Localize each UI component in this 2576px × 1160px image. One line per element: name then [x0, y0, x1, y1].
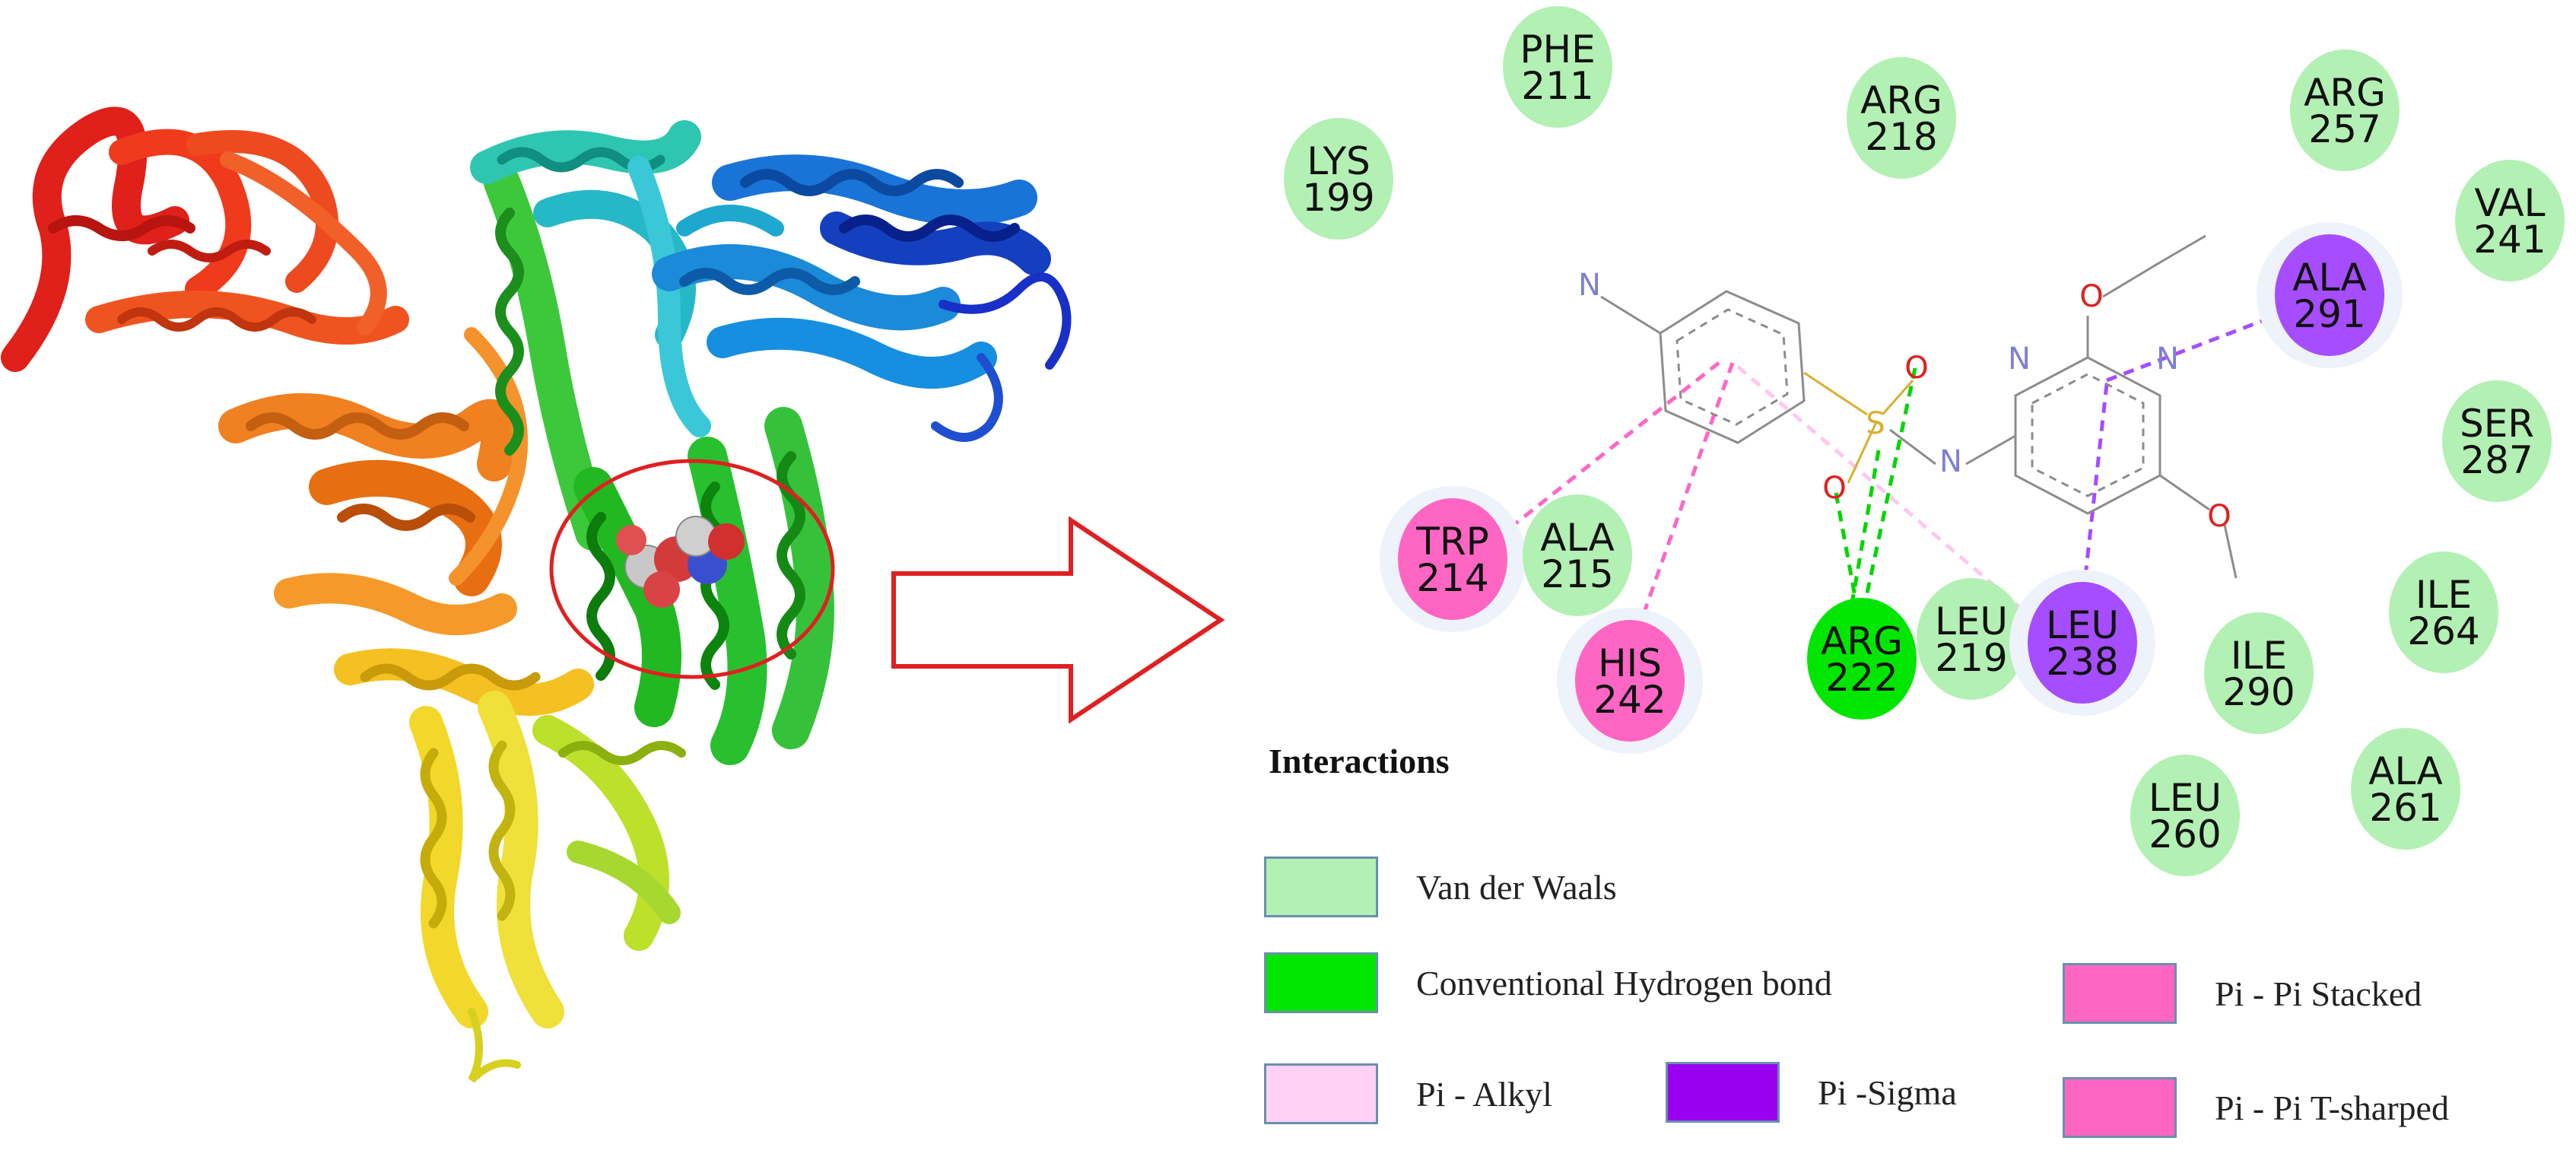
residue-name: ARG — [2304, 71, 2386, 115]
benzene-ring — [1659, 290, 1806, 444]
protein-ribbon-structure — [1, 106, 1072, 1083]
residue-name: LYS — [1307, 139, 1371, 183]
residue-name: ALA — [1540, 516, 1614, 560]
residue-circle — [1575, 620, 1685, 742]
residue-circle — [2351, 728, 2460, 850]
benzene-ring-inner — [1676, 308, 1789, 426]
helix-blue-region — [652, 154, 1072, 442]
pi-pi-stacked-line-trp214 — [1485, 361, 1720, 548]
residue-circle — [1284, 118, 1393, 240]
residue-circle — [2130, 755, 2240, 876]
residue-circle — [1807, 598, 1917, 720]
residue-name: ILE — [2231, 634, 2287, 678]
residue-name: VAL — [2474, 181, 2545, 225]
residue-circle — [2275, 234, 2384, 356]
residue-name: ALA — [2368, 749, 2442, 793]
residue-name: ARG — [1860, 78, 1942, 122]
h-bond-line-arg222-c — [1846, 450, 1881, 626]
binding-site-highlight — [549, 459, 835, 679]
residue-number: 238 — [2046, 640, 2118, 684]
pyrimidine-ring-inner — [2031, 373, 2145, 497]
residue-circle — [2389, 551, 2498, 673]
residue-number: 260 — [2149, 812, 2221, 856]
helix-yellowgreen-region — [532, 715, 686, 951]
helix-orange-region — [218, 327, 528, 635]
residue-number: 291 — [2293, 292, 2365, 336]
residue-number: 264 — [2407, 609, 2479, 653]
residue-circle — [1398, 498, 1507, 620]
residue-name: ARG — [1821, 619, 1903, 663]
amine-n-label: N — [1578, 268, 1601, 303]
residue-number: 241 — [2473, 218, 2546, 262]
residue-number: 257 — [2308, 107, 2381, 151]
residue-name: LEU — [2149, 776, 2222, 820]
residue-name: ILE — [2416, 573, 2472, 617]
residue-name: TRP — [1415, 520, 1488, 564]
residue-name: HIS — [1598, 641, 1662, 685]
residue-number: 215 — [1541, 552, 1613, 596]
residue-number: 261 — [2369, 786, 2441, 830]
residue-number: 287 — [2460, 438, 2533, 482]
residue-layer: PHE211LYS199ARG218ARG257VAL241ALA291SER2… — [1284, 6, 2565, 876]
ring-n1-label: N — [2008, 342, 2031, 377]
helix-red-region — [1, 106, 409, 372]
residue-name: LEU — [1935, 599, 2008, 644]
residue-circle — [2028, 582, 2137, 704]
methoxy-o1-label: O — [2079, 279, 2103, 314]
residue-number: 211 — [1521, 64, 1593, 108]
residue-circle — [1917, 578, 2026, 700]
residue-circle — [1523, 494, 1632, 616]
residue-number: 219 — [1935, 636, 2007, 680]
residue-number: 290 — [2222, 670, 2295, 714]
residue-circle — [2442, 380, 2552, 502]
residue-circle — [1847, 57, 1956, 179]
methoxy-o2-label: O — [2207, 499, 2231, 534]
residue-name: PHE — [1520, 27, 1595, 72]
sulfonyl-o2-label: O — [1822, 471, 1846, 506]
residue-number: 199 — [1302, 176, 1374, 220]
atom-labels: N S O O N N N O O — [1578, 268, 2231, 534]
linker-n-label: N — [1939, 444, 1962, 479]
h-bond-line-arg222-a — [1858, 367, 1917, 626]
ligand-spheres — [616, 516, 745, 608]
residue-circle — [2455, 160, 2565, 281]
arrow-icon — [891, 516, 1225, 724]
helix-yellow-region — [334, 648, 594, 1083]
sulfur-label: S — [1866, 406, 1885, 441]
residue-name: ALA — [2292, 256, 2366, 300]
helix-cyan-region — [470, 120, 784, 437]
residue-number: 218 — [1865, 115, 1937, 159]
residue-number: 222 — [1825, 656, 1898, 700]
residue-circle — [2290, 49, 2400, 171]
pi-sigma-line-ala291 — [2106, 293, 2330, 383]
sulfonyl-o1-label: O — [1904, 351, 1928, 386]
residue-circle — [1503, 6, 1612, 128]
ligand-2d-structure — [1600, 234, 2238, 579]
residue-number: 214 — [1416, 556, 1488, 600]
residue-name: LEU — [2046, 603, 2119, 647]
residue-number: 242 — [1593, 678, 1666, 722]
residue-circle — [2204, 612, 2314, 734]
pyrimidine-ring — [2014, 356, 2161, 515]
residue-name: SER — [2460, 402, 2534, 446]
ring-n2-label: N — [2156, 342, 2179, 377]
